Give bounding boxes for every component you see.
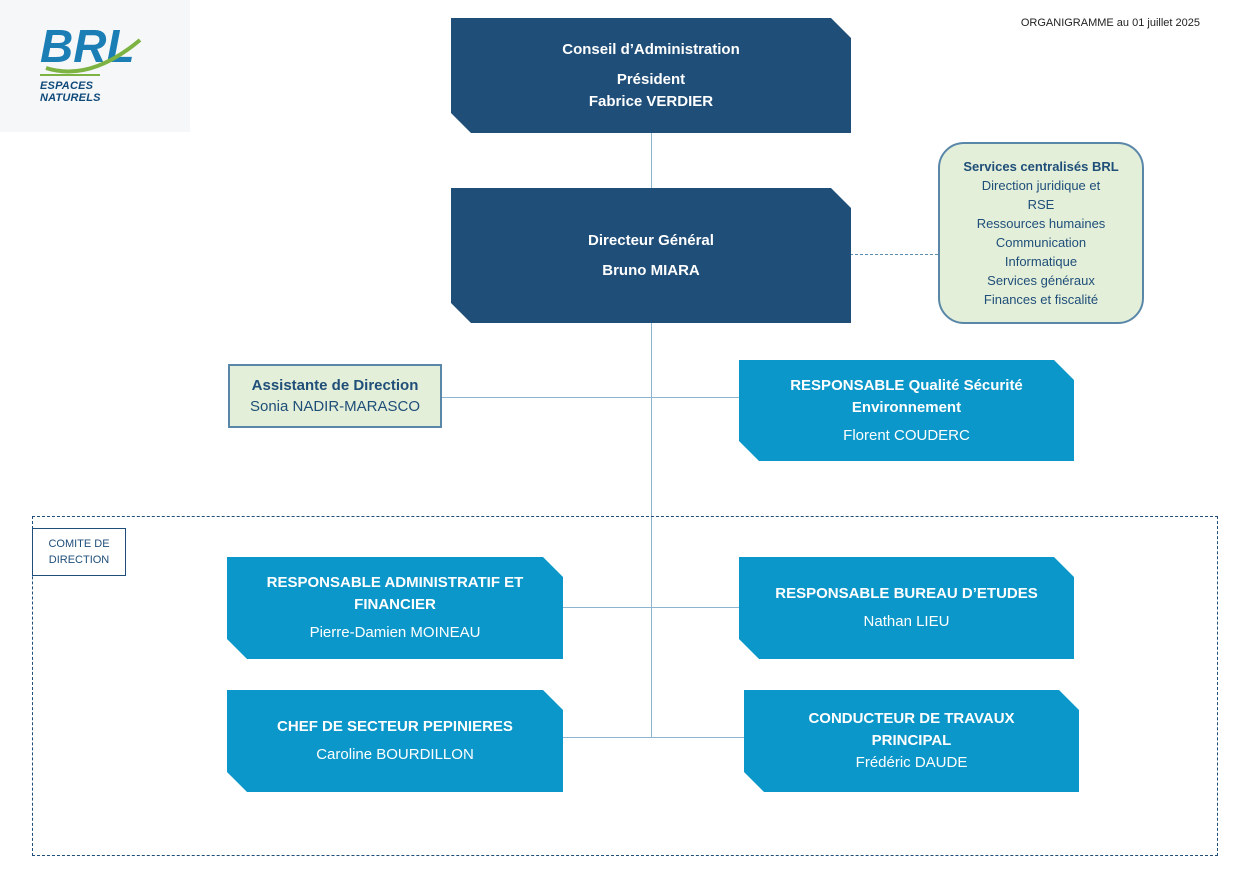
connector-row2	[562, 737, 746, 738]
board-box: Conseil d’Administration Président Fabri…	[451, 18, 851, 133]
works-title-line1: CONDUCTEUR DE TRAVAUX	[808, 710, 1015, 727]
connector-assistant-quality	[442, 397, 740, 398]
admin-finance-title-line1: RESPONSABLE ADMINISTRATIF ET	[266, 574, 524, 591]
central-services-item: Communication	[995, 235, 1087, 250]
studies-box: RESPONSABLE BUREAU D’ETUDES Nathan LIEU	[739, 557, 1074, 659]
central-services-item: Finances et fiscalité	[983, 292, 1099, 307]
management-committee-label-line1: COMITE DE	[48, 538, 110, 550]
central-services-item: RSE	[1027, 197, 1055, 212]
logo-subtitle-line2: NATURELS	[40, 92, 101, 104]
director-title: Directeur Général	[588, 231, 714, 249]
assistant-name: Sonia NADIR-MARASCO	[249, 398, 421, 415]
logo-subtitle: ESPACES NATURELS	[40, 80, 150, 104]
central-services-box: Services centralisés BRL Direction jurid…	[938, 142, 1144, 324]
quality-box: RESPONSABLE Qualité Sécurité Environneme…	[739, 360, 1074, 461]
central-services-item: Services généraux	[987, 273, 1095, 288]
central-services-item: Ressources humaines	[976, 216, 1106, 231]
management-committee-label: COMITE DE DIRECTION	[32, 528, 126, 576]
brl-logo-mark: BRL	[40, 20, 142, 74]
central-services-item: Direction juridique et	[981, 178, 1101, 193]
assistant-box: Assistante de Direction Sonia NADIR-MARA…	[228, 364, 442, 428]
director-name: Bruno MIARA	[602, 261, 700, 279]
central-services-title: Services centralisés BRL	[963, 159, 1119, 174]
connector-row1	[562, 607, 740, 608]
quality-title-line2: Environnement	[851, 398, 962, 416]
connector-director-services	[850, 254, 938, 255]
assistant-title: Assistante de Direction	[251, 377, 419, 394]
nursery-box: CHEF DE SECTEUR PEPINIERES Caroline BOUR…	[227, 690, 563, 792]
board-name: Fabrice VERDIER	[588, 92, 714, 110]
nursery-title: CHEF DE SECTEUR PEPINIERES	[277, 718, 513, 735]
works-name: Frédéric DAUDE	[855, 754, 968, 771]
admin-finance-title-line2: FINANCIER	[354, 596, 436, 613]
logo-divider	[40, 74, 100, 76]
brl-logo: BRL ESPACES NATURELS	[0, 0, 190, 132]
admin-finance-box: RESPONSABLE ADMINISTRATIF ET FINANCIER P…	[227, 557, 563, 659]
board-role: Président	[616, 70, 686, 88]
connector-board-director	[651, 132, 652, 190]
org-chart-date: ORGANIGRAMME au 01 juillet 2025	[1020, 17, 1200, 29]
works-title-line2: PRINCIPAL	[871, 732, 952, 749]
quality-title-line1: RESPONSABLE Qualité Sécurité	[790, 376, 1023, 394]
studies-name: Nathan LIEU	[863, 613, 950, 630]
works-box: CONDUCTEUR DE TRAVAUX PRINCIPAL Frédéric…	[744, 690, 1079, 792]
connector-main-trunk	[651, 322, 652, 738]
quality-name: Florent COUDERC	[843, 426, 970, 444]
board-title: Conseil d’Administration	[562, 40, 740, 58]
logo-subtitle-line1: ESPACES	[40, 80, 94, 92]
director-box: Directeur Général Bruno MIARA	[451, 188, 851, 323]
svg-text:BRL: BRL	[40, 20, 135, 72]
admin-finance-name: Pierre-Damien MOINEAU	[309, 624, 481, 641]
nursery-name: Caroline BOURDILLON	[316, 746, 474, 763]
management-committee-label-line2: DIRECTION	[48, 554, 110, 566]
management-committee-frame	[32, 516, 1218, 856]
central-services-item: Informatique	[1004, 254, 1078, 269]
studies-title: RESPONSABLE BUREAU D’ETUDES	[775, 585, 1038, 602]
